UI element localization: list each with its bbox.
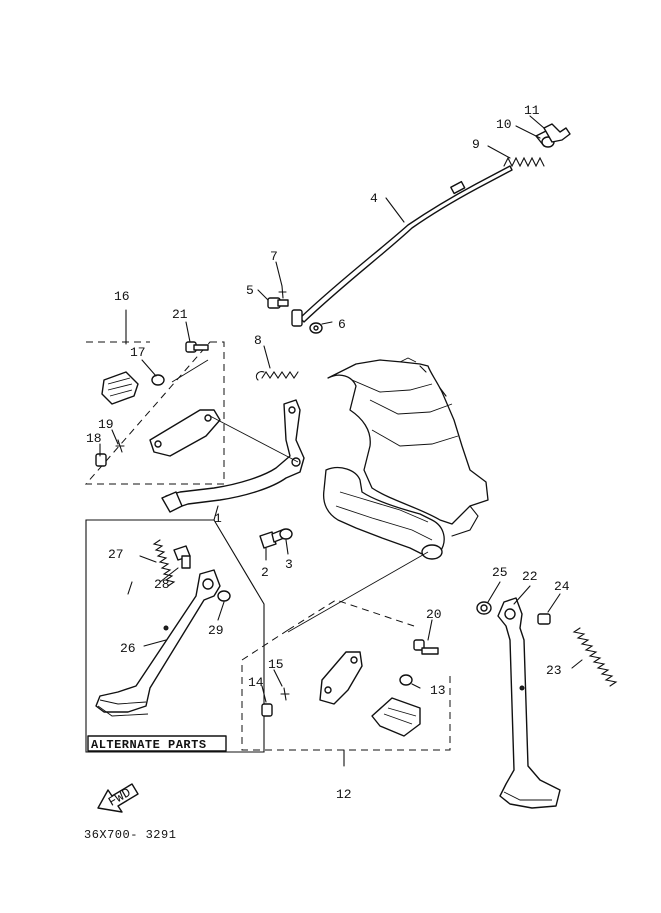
callout-18: 18 [86,431,102,446]
callout-11: 11 [524,103,540,118]
leader-16 [209,415,299,463]
wing-nut [543,123,571,143]
callout-17: 17 [130,345,146,360]
alternate-parts-label-box [87,735,227,752]
callout-1: 1 [214,511,222,526]
alt-bolt [173,545,191,569]
callout-13: 13 [430,683,446,698]
adjuster-spring [503,156,545,168]
drawing-number: 36X700- 3291 [84,828,176,842]
callout-23: 23 [546,663,562,678]
bracket-bolt [185,341,209,353]
callout-8: 8 [254,333,262,348]
callout-26: 26 [120,641,136,656]
callout-5: 5 [246,283,254,298]
callout-12: 12 [336,787,352,802]
alt-spring [127,539,176,595]
assembly-box-12 [241,599,451,751]
callout-24: 24 [554,579,570,594]
callout-6: 6 [338,317,346,332]
callout-numbers: 11 10 9 4 7 5 6 8 16 21 17 19 18 1 2 3 2… [86,103,570,802]
brake-rod [291,165,513,327]
sidestand-nut [476,601,492,615]
clevis-pin [267,297,289,309]
cotter-pin [278,285,287,299]
alt-sidestand [95,569,221,717]
box12-bracket [319,651,363,705]
footrest [101,371,139,405]
washer [309,322,323,334]
callout-19: 19 [98,417,114,432]
box12-pin [261,703,273,717]
box12-clip [280,687,290,701]
pivot-bolt [259,529,285,549]
assembly-box-16 [84,341,225,485]
callout-15: 15 [268,657,284,672]
callout-21: 21 [172,307,188,322]
alt-stand-nut [217,590,231,602]
alternate-parts-box [85,519,265,753]
callout-22: 22 [522,569,538,584]
footrest-bracket [149,409,221,457]
callout-29: 29 [208,623,224,638]
callout-25: 25 [492,565,508,580]
footrest-pin [95,453,107,467]
leader-21 [171,359,209,383]
callout-14: 14 [248,675,264,690]
return-spring [255,371,299,381]
pivot-nut [279,528,293,540]
callout-10: 10 [496,117,512,132]
callout-20: 20 [426,607,442,622]
callout-4: 4 [370,191,378,206]
sidestand-spring [572,627,618,687]
callout-7: 7 [270,249,278,264]
brake-pedal [161,399,305,513]
box12-bolt [413,639,439,655]
leader-lines [99,115,583,767]
callout-16: 16 [114,289,130,304]
callout-3: 3 [285,557,293,572]
frame-outline [322,357,489,560]
sidestand [497,597,561,809]
footrest-spring [151,374,165,386]
box12-footrest [371,697,421,737]
callout-9: 9 [472,137,480,152]
leader-12 [287,551,429,633]
callout-28: 28 [154,577,170,592]
fwd-arrow: FWD [97,783,139,813]
alternate-parts-label: ALTERNATE PARTS [91,738,207,752]
footrest-clip [115,439,125,453]
sidestand-bolt [537,613,551,625]
callout-2: 2 [261,565,269,580]
callout-27: 27 [108,547,124,562]
box12-spring [399,674,413,686]
